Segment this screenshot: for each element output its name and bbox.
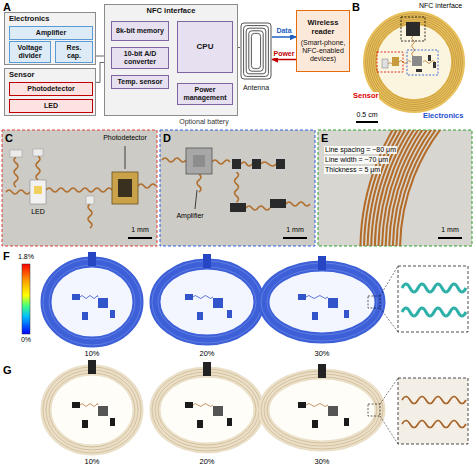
scale-bar (438, 237, 462, 239)
panel-letter: G (3, 364, 12, 376)
sensor-box: LED (9, 99, 93, 113)
nfc-outline (401, 17, 425, 41)
process-box: Voltage divider (9, 41, 51, 63)
coil-outline (240, 22, 272, 80)
scale-bar (283, 237, 307, 239)
process-box: CPU (177, 21, 233, 73)
nfc-chip (406, 22, 420, 36)
photodetector-chip (112, 172, 138, 204)
scale-bar (128, 237, 152, 239)
photodetector-chip (392, 57, 399, 66)
node-text: Voltage divider (13, 44, 47, 60)
node-text: CPU (197, 42, 214, 51)
device-photo (356, 14, 463, 123)
micrograph-electronics (160, 130, 315, 246)
zoom-inset (398, 266, 468, 332)
node-text: (Smart-phone, NFC-enabled devices) (300, 39, 346, 63)
connector (272, 59, 296, 61)
panel-letter: D (163, 132, 171, 144)
micrograph-sensor (2, 130, 157, 246)
electronics-outline (407, 50, 438, 75)
node-text: LED (44, 102, 58, 110)
color-bar (22, 264, 30, 334)
annotation: Optional battery (179, 118, 228, 126)
process-box: Temp. sensor (111, 75, 169, 89)
group-box: NFC interface 8k-bit memoryCPU 10-bit A/D … (104, 4, 238, 116)
annotation: 1 mm (286, 226, 304, 234)
antenna-coil: Antenna (240, 22, 272, 92)
panel-letter: A (3, 1, 11, 13)
led-chip (382, 59, 388, 68)
annotation: 30% (314, 458, 329, 466)
annotation: Photodetector (103, 134, 147, 142)
scale-bar (356, 121, 378, 123)
amplifier-chip (186, 148, 212, 174)
annotation: 1 mm (131, 226, 149, 234)
annotation: 10% (84, 350, 99, 358)
annotation: 1.8% (18, 253, 34, 261)
reader-box: Wireless reader (Smart-phone, NFC-enabled… (296, 10, 350, 72)
annotation: 30% (314, 350, 329, 358)
panel-letter: E (321, 132, 328, 144)
group-box: ElectronicsAmplifierVoltage divider Res. … (4, 12, 96, 65)
amplifier-chip (412, 56, 422, 66)
led-chip (30, 180, 46, 204)
stretch-photos (43, 360, 468, 453)
sensor-outline (377, 52, 403, 72)
annotation: 20% (199, 350, 214, 358)
node-text: Antenna (243, 84, 269, 92)
annotation: Electronics (422, 112, 464, 120)
edge-label: Power (272, 50, 295, 58)
node-text: Sensor (9, 71, 91, 80)
edge-label: Data (275, 27, 292, 35)
node-text: Wireless reader (300, 19, 346, 36)
connector (272, 36, 296, 38)
panel-letter: C (5, 132, 13, 144)
annotation: 1 mm (441, 226, 459, 234)
process-box: Power management (177, 83, 233, 105)
node-text: 8k-bit memory (116, 27, 164, 35)
panel-letter: B (352, 1, 360, 13)
annotation: NFC interface (418, 2, 463, 10)
annotation: Line spacing = ~80 μm (324, 146, 397, 154)
process-box: 8k-bit memory (111, 21, 169, 41)
node-text: Electronics (9, 15, 91, 24)
group-box: SensorPhotodetectorLED (4, 68, 96, 116)
node-text: Temp. sensor (118, 78, 163, 86)
node-text: Power management (181, 86, 229, 102)
strain-simulation (22, 252, 468, 345)
annotation: Thickness = 5 μm (324, 166, 381, 174)
node-text: NFC interface (109, 7, 233, 16)
sensor-box: Photodetector (9, 82, 93, 96)
annotation: LED (31, 208, 45, 216)
annotation: Sensor (352, 92, 379, 100)
process-box: Res. cap. (55, 41, 93, 63)
zoom-inset (398, 378, 468, 444)
process-box: 10-bit A/D converter (111, 47, 169, 69)
annotation: Amplifier (176, 212, 203, 220)
node-text: 10-bit A/D converter (115, 50, 165, 66)
annotation: 20% (199, 458, 214, 466)
node-text: Photodetector (27, 85, 74, 93)
node-text: Amplifier (36, 29, 66, 37)
node-text: Res. cap. (59, 44, 89, 60)
annotation: 0.5 cm (356, 111, 377, 119)
annotation: 10% (84, 458, 99, 466)
panel-letter: F (3, 250, 10, 262)
process-box: Amplifier (9, 26, 93, 40)
annotation: 0% (21, 336, 31, 344)
annotation: Line width = ~70 μm (324, 156, 389, 164)
